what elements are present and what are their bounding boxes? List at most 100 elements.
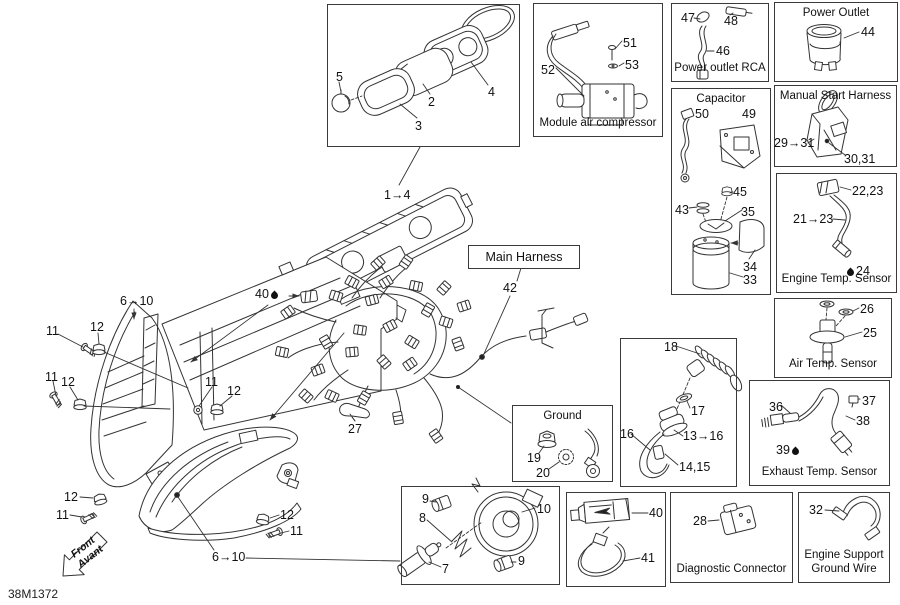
part-number: 10 bbox=[537, 502, 551, 516]
part-number: 48 bbox=[724, 14, 738, 28]
part-callout-3: 3 bbox=[415, 119, 422, 133]
section-title-exhaust-temp-sensor: Exhaust Temp. Sensor bbox=[761, 466, 878, 479]
section-capacitor: Capacitor bbox=[671, 88, 771, 295]
part-callout-1-4: 1→4 bbox=[384, 188, 410, 202]
part-callout-11: 11 bbox=[46, 324, 59, 338]
part-number: 40 bbox=[649, 506, 663, 520]
part-callout-46: 46 bbox=[716, 44, 730, 58]
part-callout-11: 11 bbox=[45, 370, 58, 384]
part-callout-27: 27 bbox=[348, 422, 362, 436]
cluster-exploded-drawing bbox=[331, 4, 515, 186]
part-callout-7: 7 bbox=[442, 562, 449, 576]
part-number: 12 bbox=[64, 490, 78, 504]
front-direction-arrow bbox=[62, 531, 108, 577]
part-number: 28 bbox=[693, 514, 707, 528]
part-number: 7 bbox=[442, 562, 449, 576]
part-number: 41 bbox=[641, 551, 655, 565]
part-number: 19 bbox=[527, 451, 541, 465]
air-compressor-drawing bbox=[546, 20, 648, 126]
part-callout-52: 52 bbox=[541, 63, 555, 77]
part-callout-38: 38 bbox=[856, 414, 870, 428]
part-callout-50: 50 bbox=[695, 107, 709, 121]
part-number: 13→16 bbox=[683, 429, 724, 443]
part-number: 36 bbox=[769, 400, 783, 414]
part-callout-24: 24 bbox=[845, 264, 870, 278]
part-number: 35 bbox=[741, 205, 755, 219]
part-number: 20 bbox=[536, 466, 550, 480]
section-engine-temp-sensor: Engine Temp. Sensor bbox=[776, 173, 897, 293]
part-number: 45 bbox=[733, 185, 747, 199]
ground-drawing bbox=[537, 428, 600, 478]
air-temp-sensor-drawing bbox=[809, 300, 863, 364]
part-callout-40: 40 bbox=[649, 506, 663, 520]
part-number: 38 bbox=[856, 414, 870, 428]
section-title-engine-temp-sensor: Engine Temp. Sensor bbox=[781, 273, 892, 286]
tether-cord-drawing bbox=[630, 345, 743, 479]
part-number: 37 bbox=[862, 394, 876, 408]
part-number: 12 bbox=[280, 508, 294, 522]
part-callout-49: 49 bbox=[742, 107, 756, 121]
part-callout-40: 40 bbox=[255, 287, 280, 301]
part-number: 30,31 bbox=[844, 152, 876, 166]
part-number: 6→10 bbox=[212, 550, 246, 564]
power-outlet-drawing bbox=[806, 24, 860, 72]
part-number: 26 bbox=[860, 302, 874, 316]
part-callout-34: 34 bbox=[743, 260, 757, 274]
engine-support-ground-wire-drawing bbox=[824, 495, 881, 541]
part-callout-37: 37 bbox=[862, 394, 876, 408]
part-callout-18: 18 bbox=[664, 340, 678, 354]
lubricant-droplet-icon bbox=[790, 446, 801, 457]
part-number: 16 bbox=[620, 427, 634, 441]
part-number: 8 bbox=[419, 511, 426, 525]
part-callout-29-31: 29→31 bbox=[774, 136, 814, 150]
part-callout-11: 11 bbox=[56, 508, 69, 522]
part-number: 24 bbox=[856, 264, 870, 278]
part-callout-41: 41 bbox=[641, 551, 655, 565]
headlight-bulb-drawing bbox=[397, 477, 544, 578]
capacitor-drawing bbox=[680, 107, 765, 290]
section-grease-and-clamp bbox=[566, 492, 666, 587]
section-ground: Ground bbox=[512, 405, 613, 482]
diagnostic-connector-drawing bbox=[707, 502, 757, 536]
part-number: 11 bbox=[46, 324, 59, 338]
power-outlet-rca-drawing bbox=[693, 6, 753, 80]
part-callout-21-23: 21→23 bbox=[793, 212, 833, 226]
part-number: 22,23 bbox=[852, 184, 884, 198]
part-callout-26: 26 bbox=[860, 302, 874, 316]
part-callout-4: 4 bbox=[488, 85, 495, 99]
main-harness-label: Main Harness bbox=[468, 245, 580, 269]
part-number: 33 bbox=[743, 273, 757, 287]
section-title-air-temp-sensor: Air Temp. Sensor bbox=[789, 358, 877, 371]
part-callout-51: 51 bbox=[623, 36, 637, 50]
part-callout-45: 45 bbox=[733, 185, 747, 199]
part-number: 3 bbox=[415, 119, 422, 133]
part-number: 32 bbox=[809, 503, 823, 517]
part-callout-42: 42 bbox=[503, 281, 517, 295]
part-callout-6-10: 6→10 bbox=[120, 294, 153, 308]
part-number: 12 bbox=[61, 375, 75, 389]
section-exhaust-temp-sensor: Exhaust Temp. Sensor bbox=[749, 380, 890, 486]
part-number: 21→23 bbox=[793, 212, 834, 226]
part-number: 17 bbox=[691, 404, 705, 418]
part-number: 14,15 bbox=[679, 460, 711, 474]
part-callout-14-15: 14,15 bbox=[679, 460, 710, 474]
part-callout-16: 16 bbox=[620, 427, 634, 441]
part-number: 4 bbox=[488, 85, 495, 99]
leader-lines bbox=[131, 267, 522, 562]
part-number: 44 bbox=[861, 25, 875, 39]
part-callout-13-16: 13→16 bbox=[683, 429, 723, 443]
part-callout-44: 44 bbox=[861, 25, 875, 39]
part-callout-9: 9 bbox=[518, 554, 525, 568]
part-number: 12 bbox=[227, 384, 241, 398]
part-callout-22-23: 22,23 bbox=[852, 184, 883, 198]
part-callout-11: 11 bbox=[205, 375, 218, 389]
section-title-power-outlet: Power Outlet bbox=[802, 7, 870, 19]
drawing-part-code: 38M1372 bbox=[8, 587, 59, 601]
part-callout-2: 2 bbox=[428, 95, 435, 109]
part-number: 11 bbox=[290, 524, 303, 538]
part-callout-53: 53 bbox=[625, 58, 639, 72]
section-power-outlet-rca: Power outlet RCA bbox=[671, 3, 769, 82]
part-number: 6→10 bbox=[120, 294, 154, 308]
